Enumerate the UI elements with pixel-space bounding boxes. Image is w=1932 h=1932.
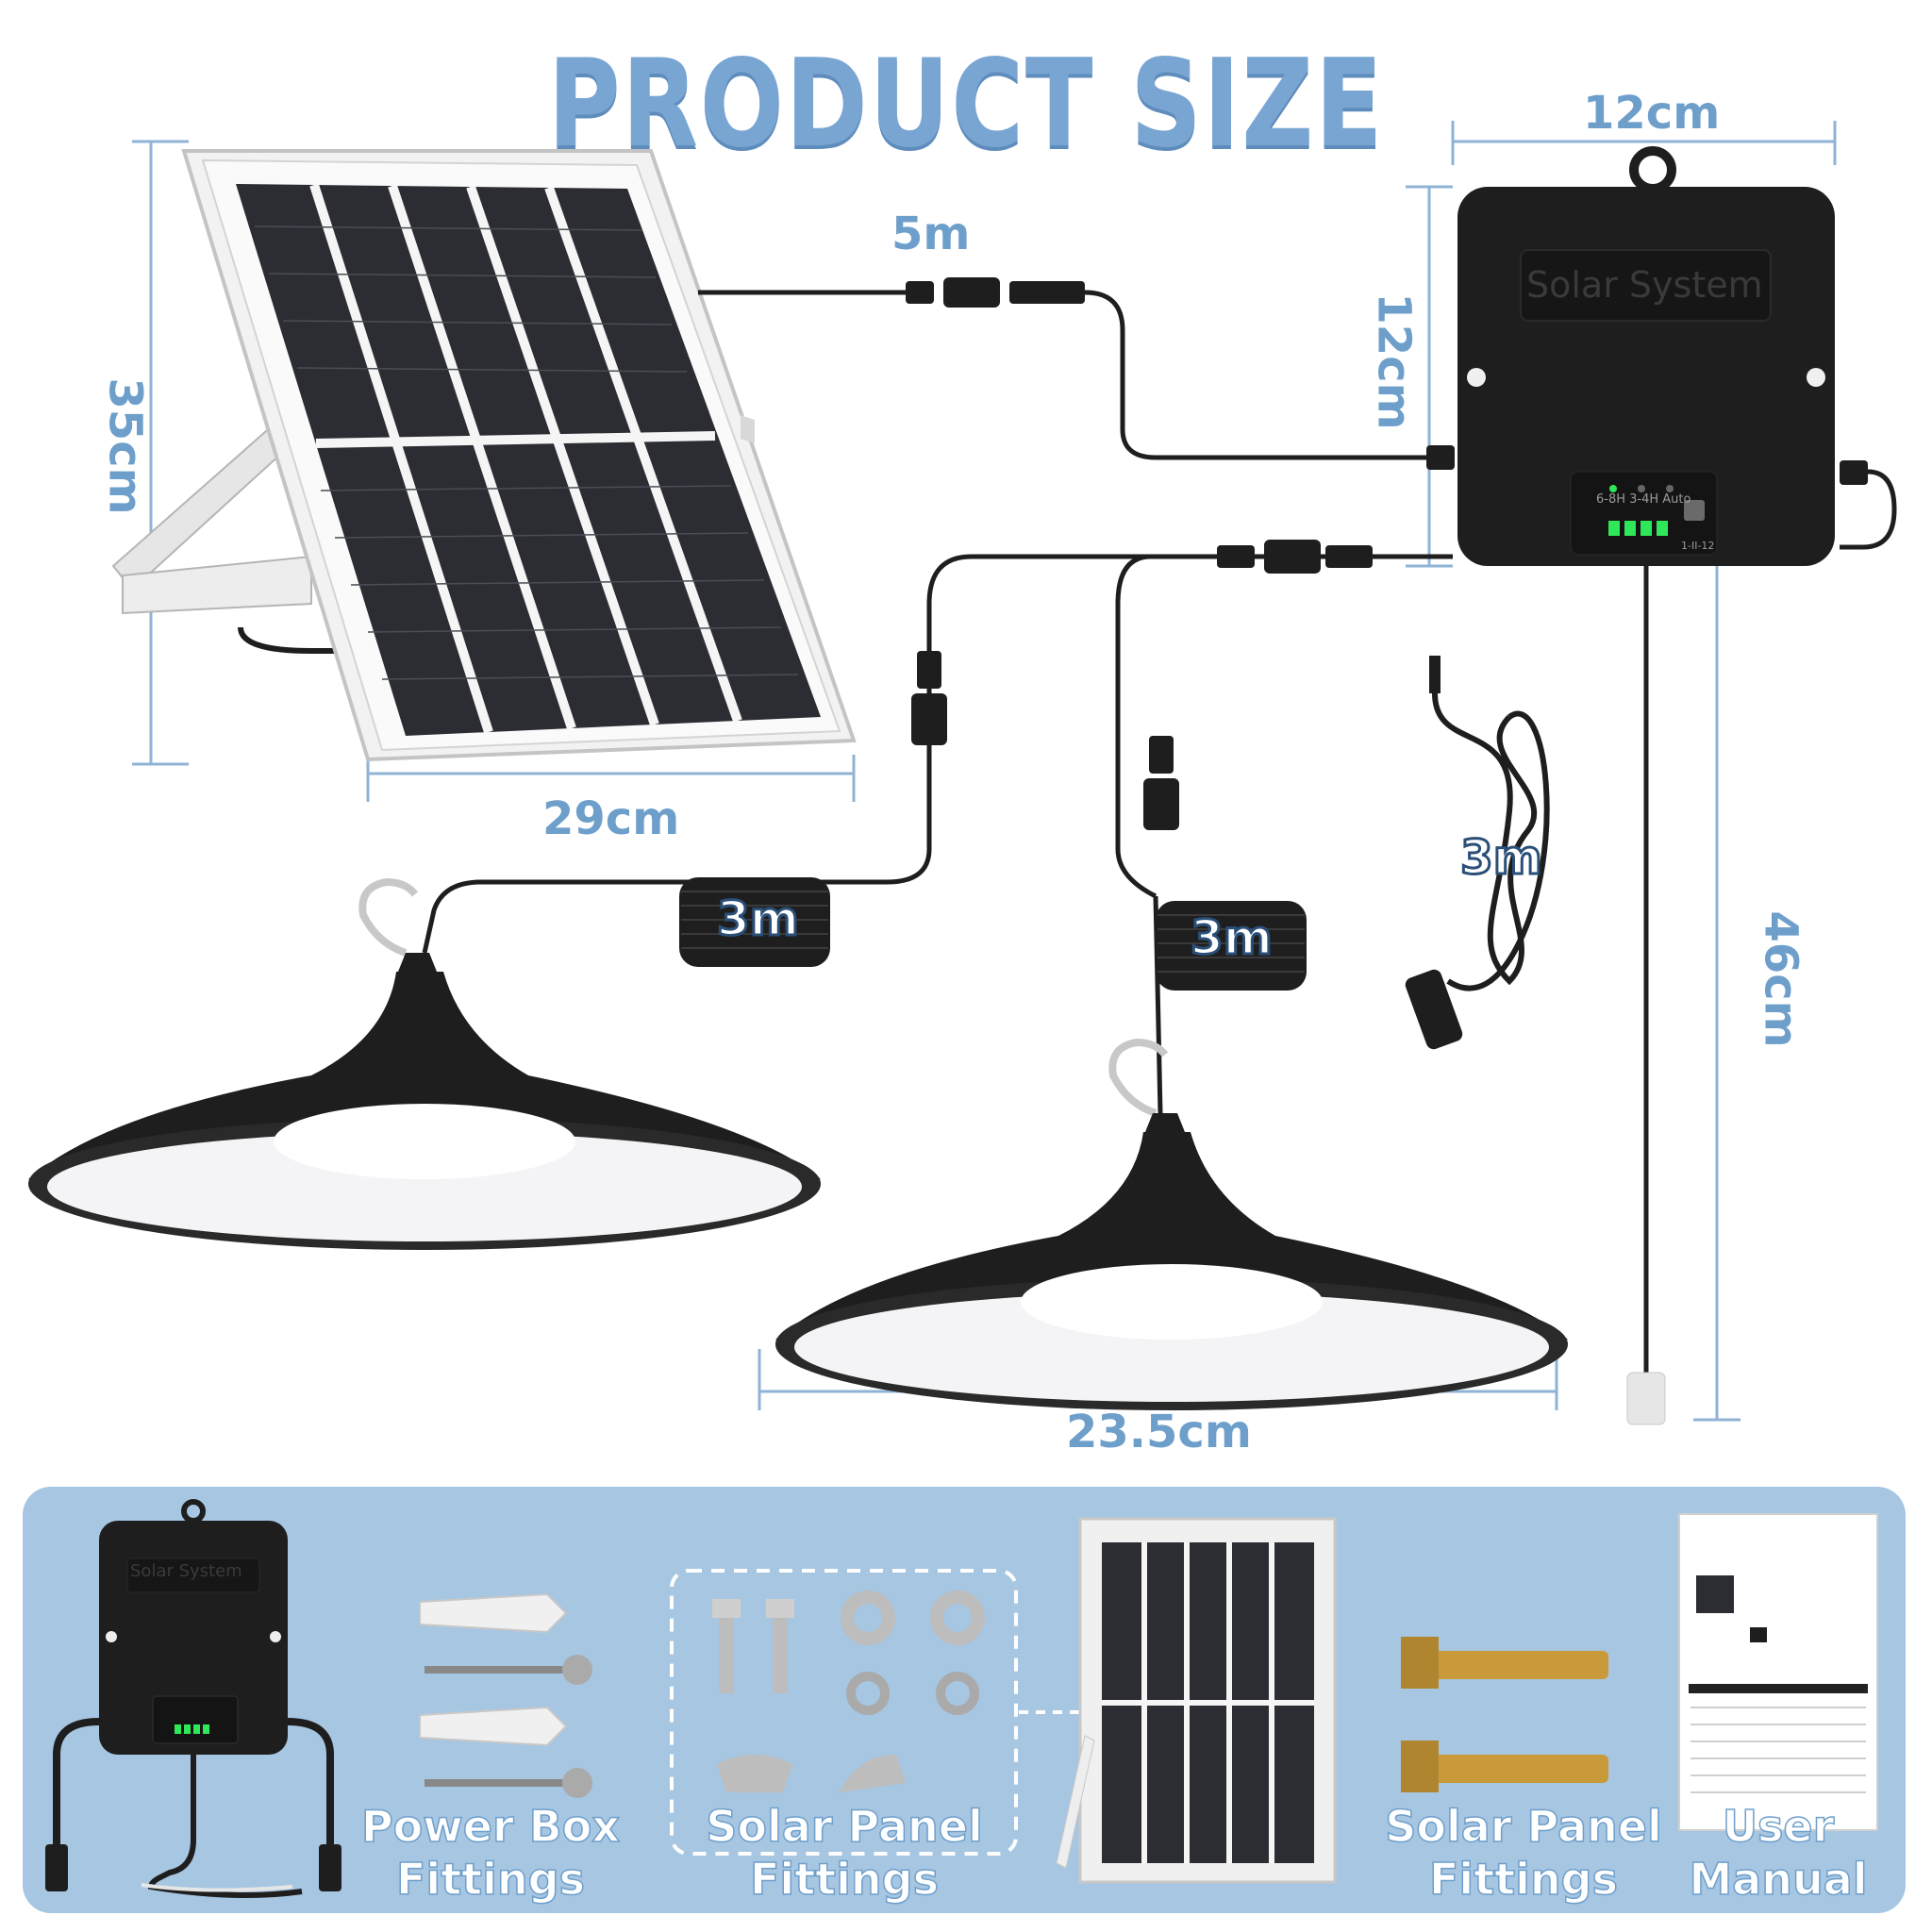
pendant-lamp-left: [28, 877, 821, 1250]
solar-panel: [181, 149, 857, 762]
panel-stand: [111, 423, 377, 654]
mini-solar-panel: [1056, 1517, 1337, 1884]
fittings-dashed-frame: [670, 1569, 1018, 1856]
mini-box-label: Solar System: [130, 1561, 242, 1581]
power-box: [1457, 146, 1835, 566]
fitting-label-solar-panel-2: Solar Panel Fittings: [1385, 1800, 1663, 1906]
power-box-label: Solar System: [1526, 264, 1763, 306]
expansion-bolts: [1401, 1637, 1608, 1792]
product-diagram: [28, 121, 1897, 1425]
fitting-label-solar-panel-1: Solar Panel Fittings: [706, 1800, 984, 1906]
box-height-label: 12cm: [1367, 292, 1421, 430]
fitting-label-user-manual: User Manual: [1689, 1800, 1869, 1906]
cable-length-label: 5m: [891, 208, 971, 260]
pendant-lamp-right: [775, 1038, 1568, 1410]
coil-extension-label: 3m: [1459, 829, 1544, 887]
cable-coil-right: [1156, 901, 1307, 991]
fittings-illustrations: [45, 1499, 1878, 1898]
power-box-model-text: 1-II-12: [1681, 540, 1715, 552]
coil-left-label: 3m: [716, 891, 801, 948]
page-title: PRODUCT SIZE: [547, 34, 1385, 175]
cable-coil-left: [679, 877, 830, 967]
cord-length-label: 46cm: [1754, 910, 1807, 1048]
panel-width-label: 29cm: [542, 792, 680, 845]
extension-cable: [1405, 656, 1550, 1050]
mini-power-box: [45, 1499, 341, 1898]
box-width-label: 12cm: [1583, 87, 1721, 140]
solar-panel-fittings: [712, 1591, 985, 1792]
pull-cord-end: [1626, 1372, 1666, 1425]
connectors: [906, 277, 1868, 830]
fittings-panel: [23, 1487, 1906, 1913]
power-box-indicator-text: 6-8H 3-4H Auto: [1596, 492, 1691, 507]
fitting-label-power-box: Power Box Fittings: [360, 1800, 621, 1906]
lamp-diameter-label: 23.5cm: [1066, 1406, 1252, 1458]
user-manual: [1678, 1513, 1878, 1831]
power-box-fittings: [419, 1592, 592, 1798]
coil-right-label: 3m: [1190, 909, 1274, 967]
panel-height-label: 35cm: [98, 377, 152, 515]
